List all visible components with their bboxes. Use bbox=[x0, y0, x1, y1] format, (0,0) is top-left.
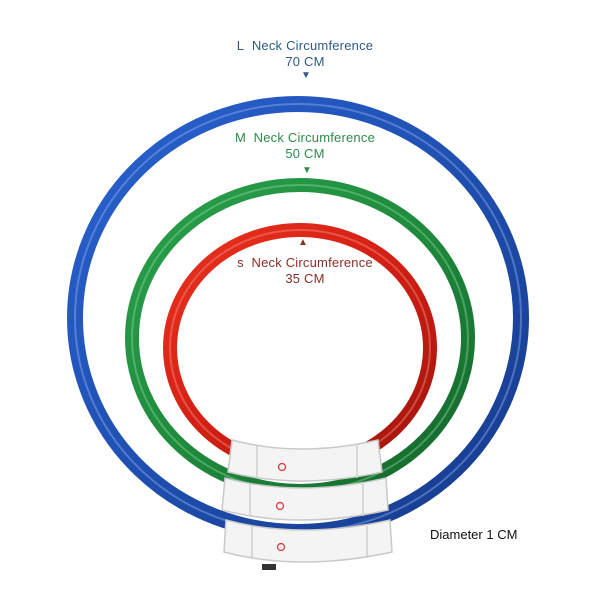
medium-size-measure: 50 CM bbox=[285, 146, 325, 161]
small-size-letter: s bbox=[237, 255, 244, 270]
large-collar-clasp bbox=[223, 519, 393, 570]
large-size-letter: L bbox=[236, 38, 245, 53]
large-size-label: L Neck Circumference 70 CM bbox=[190, 38, 420, 70]
arrow-up-icon: ▲ bbox=[298, 237, 308, 248]
medium-size-letter: M bbox=[234, 130, 247, 145]
medium-size-label: M Neck Circumference 50 CM bbox=[190, 130, 420, 162]
small-size-label: s Neck Circumference 35 CM bbox=[190, 255, 420, 287]
arrow-down-icon: ▼ bbox=[301, 70, 311, 81]
diameter-label: Diameter 1 CM bbox=[430, 527, 518, 542]
large-size-measure: 70 CM bbox=[285, 54, 325, 69]
small-size-measure: 35 CM bbox=[285, 271, 325, 286]
power-icon bbox=[277, 462, 287, 472]
medium-size-text: Neck Circumference bbox=[253, 130, 375, 145]
arrow-down-icon: ▼ bbox=[302, 165, 312, 176]
power-icon bbox=[276, 542, 286, 552]
medium-collar-clasp bbox=[221, 477, 389, 521]
large-size-text: Neck Circumference bbox=[251, 38, 374, 53]
power-icon bbox=[275, 501, 285, 511]
small-collar-clasp bbox=[227, 439, 383, 482]
small-size-text: Neck Circumference bbox=[251, 255, 373, 270]
